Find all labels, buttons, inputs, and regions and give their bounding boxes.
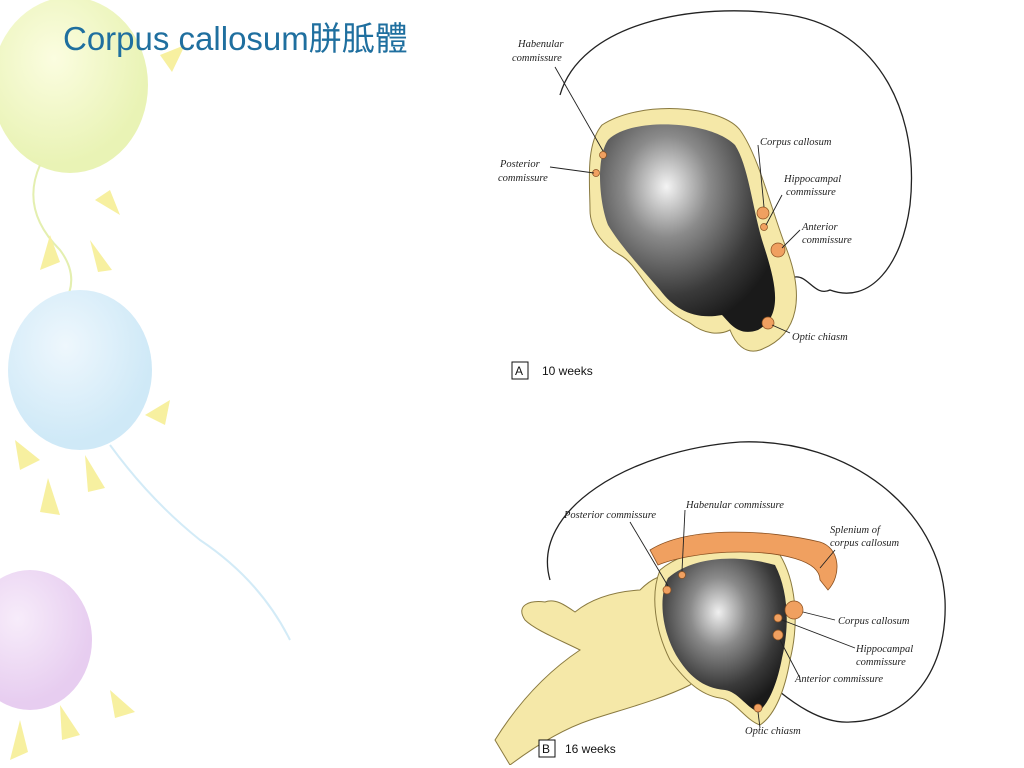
label-posterior-line2: commissure: [498, 173, 548, 184]
slide-title: Corpus callosum胼胝體: [63, 20, 408, 57]
label-splenium-line1: Splenium of: [830, 525, 882, 536]
panel-b-letter: B: [542, 742, 550, 756]
figure-b-16-weeks: Posterior commissure Habenular commissur…: [494, 441, 946, 765]
yellow-balloon: [0, 0, 185, 331]
panel-b-box: [538, 739, 556, 758]
panel-b-stage: 16 weeks: [565, 742, 616, 756]
label-corpus-callosum-b: Corpus callosum: [838, 616, 910, 627]
label-hippocampal-line2: commissure: [786, 187, 836, 198]
panel-a-box: [511, 361, 529, 380]
panel-a-letter: A: [515, 364, 523, 378]
corpus-callosum-a: [756, 206, 770, 220]
label-corpus-callosum: Corpus callosum: [760, 137, 832, 148]
panel-a-stage: 10 weeks: [542, 364, 593, 378]
blue-balloon: [8, 290, 291, 641]
label-optic-chiasm-b: Optic chiasm: [745, 726, 801, 737]
label-anterior-line1: Anterior: [801, 222, 838, 233]
label-posterior-line1: Posterior: [499, 159, 541, 170]
optic-chiasm-a: [761, 316, 775, 330]
label-posterior-commissure-b: Posterior commissure: [563, 510, 656, 521]
ventricle: [600, 124, 776, 332]
hippocampal-commissure-b: [773, 613, 783, 623]
label-habenular-line2: commissure: [512, 53, 562, 64]
label-anterior-line2: commissure: [802, 235, 852, 246]
hemisphere-outline: [559, 10, 913, 294]
hippocampal-commissure-a: [760, 223, 768, 231]
ventricle-b: [662, 558, 787, 712]
splenium-corpus-callosum: [649, 531, 838, 591]
label-anterior-commissure-b: Anterior commissure: [794, 674, 883, 685]
habenular-commissure-b: [678, 571, 686, 579]
hemisphere-outline-b: [546, 441, 946, 723]
posterior-commissure-b: [662, 585, 672, 595]
habenular-commissure: [599, 151, 607, 159]
label-splenium-line2: corpus callosum: [830, 538, 900, 549]
label-habenular-commissure-b: Habenular commissure: [685, 500, 784, 511]
label-optic-chiasm: Optic chiasm: [792, 332, 848, 343]
purple-balloon: [0, 570, 135, 760]
anterior-commissure-a: [770, 242, 786, 258]
figure-a-10-weeks: Habenular commissure Posterior commissur…: [498, 10, 913, 380]
label-hippocampal-b-line2: commissure: [856, 657, 906, 668]
label-habenular-line1: Habenular: [517, 39, 564, 50]
label-hippocampal-b-line1: Hippocampal: [855, 644, 913, 655]
corpus-callosum-b: [784, 600, 804, 620]
label-hippocampal-line1: Hippocampal: [783, 174, 841, 185]
optic-chiasm-b: [753, 703, 763, 713]
anterior-commissure-b: [772, 629, 784, 641]
